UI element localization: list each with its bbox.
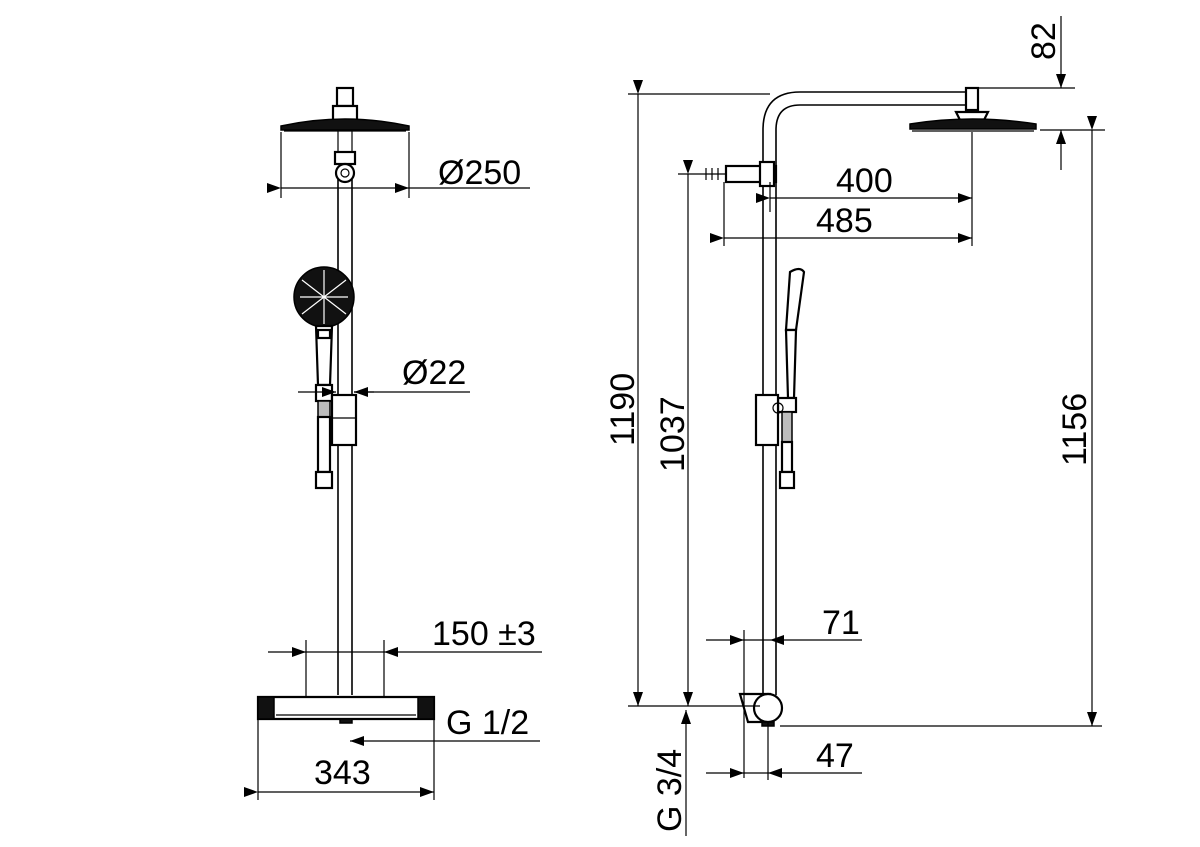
dim-wall-offset-2: 47 — [706, 722, 862, 780]
dim-head-diameter: Ø250 — [267, 132, 530, 198]
dim-connection-thread: G 3/4 — [651, 710, 691, 836]
dim-wall-offset-1: 71 — [706, 604, 862, 778]
dim-top-height: 82 — [976, 16, 1105, 170]
dim-head-diameter-label: Ø250 — [438, 154, 521, 192]
dim-center-distance: 150 ±3 — [268, 615, 542, 697]
dim-top-height-label: 82 — [1025, 22, 1063, 60]
slider-holder-front — [330, 393, 358, 447]
hand-shower-front — [293, 266, 355, 490]
dim-holder-height-label: 1037 — [654, 396, 692, 472]
shower-head-side — [909, 86, 1037, 132]
dim-center-distance-label: 150 ±3 — [432, 615, 536, 653]
mixer-side — [738, 692, 784, 727]
dim-mixer-width: 343 — [244, 720, 435, 800]
mixer-front — [256, 695, 436, 724]
dim-head-height-label: 1156 — [1056, 393, 1094, 466]
hand-shower-side — [776, 267, 806, 490]
shower-head-front — [280, 86, 410, 184]
dim-total-height: 1190 — [604, 80, 770, 707]
wall-bracket-side — [702, 160, 778, 188]
slider-holder-side — [754, 393, 784, 447]
front-view: Ø250 Ø22 150 ±3 G 1/2 — [244, 86, 542, 800]
dim-head-height: 1156 — [780, 116, 1102, 727]
dim-connection-thread-label: G 3/4 — [651, 749, 689, 832]
dim-wall-offset-2-label: 47 — [816, 737, 854, 775]
dim-arm-reach-label: 485 — [816, 202, 873, 240]
dim-holder-height: 1037 — [654, 160, 702, 706]
riser-pipe-side — [762, 91, 975, 695]
dim-pipe-diameter-label: Ø22 — [402, 354, 466, 392]
dim-pipe-diameter: Ø22 — [298, 354, 470, 397]
side-view: 82 400 485 1190 1037 — [604, 16, 1105, 836]
dim-inlet-thread-label: G 1/2 — [446, 704, 529, 742]
dim-wall-offset-1-label: 71 — [822, 604, 860, 642]
dim-arm-reach: 485 — [710, 182, 972, 246]
dim-inlet-thread: G 1/2 — [350, 704, 540, 746]
dim-arm-length: 400 — [756, 132, 973, 246]
dim-total-height-label: 1190 — [604, 373, 642, 446]
dim-mixer-width-label: 343 — [314, 754, 371, 792]
dim-arm-length-label: 400 — [836, 162, 893, 200]
